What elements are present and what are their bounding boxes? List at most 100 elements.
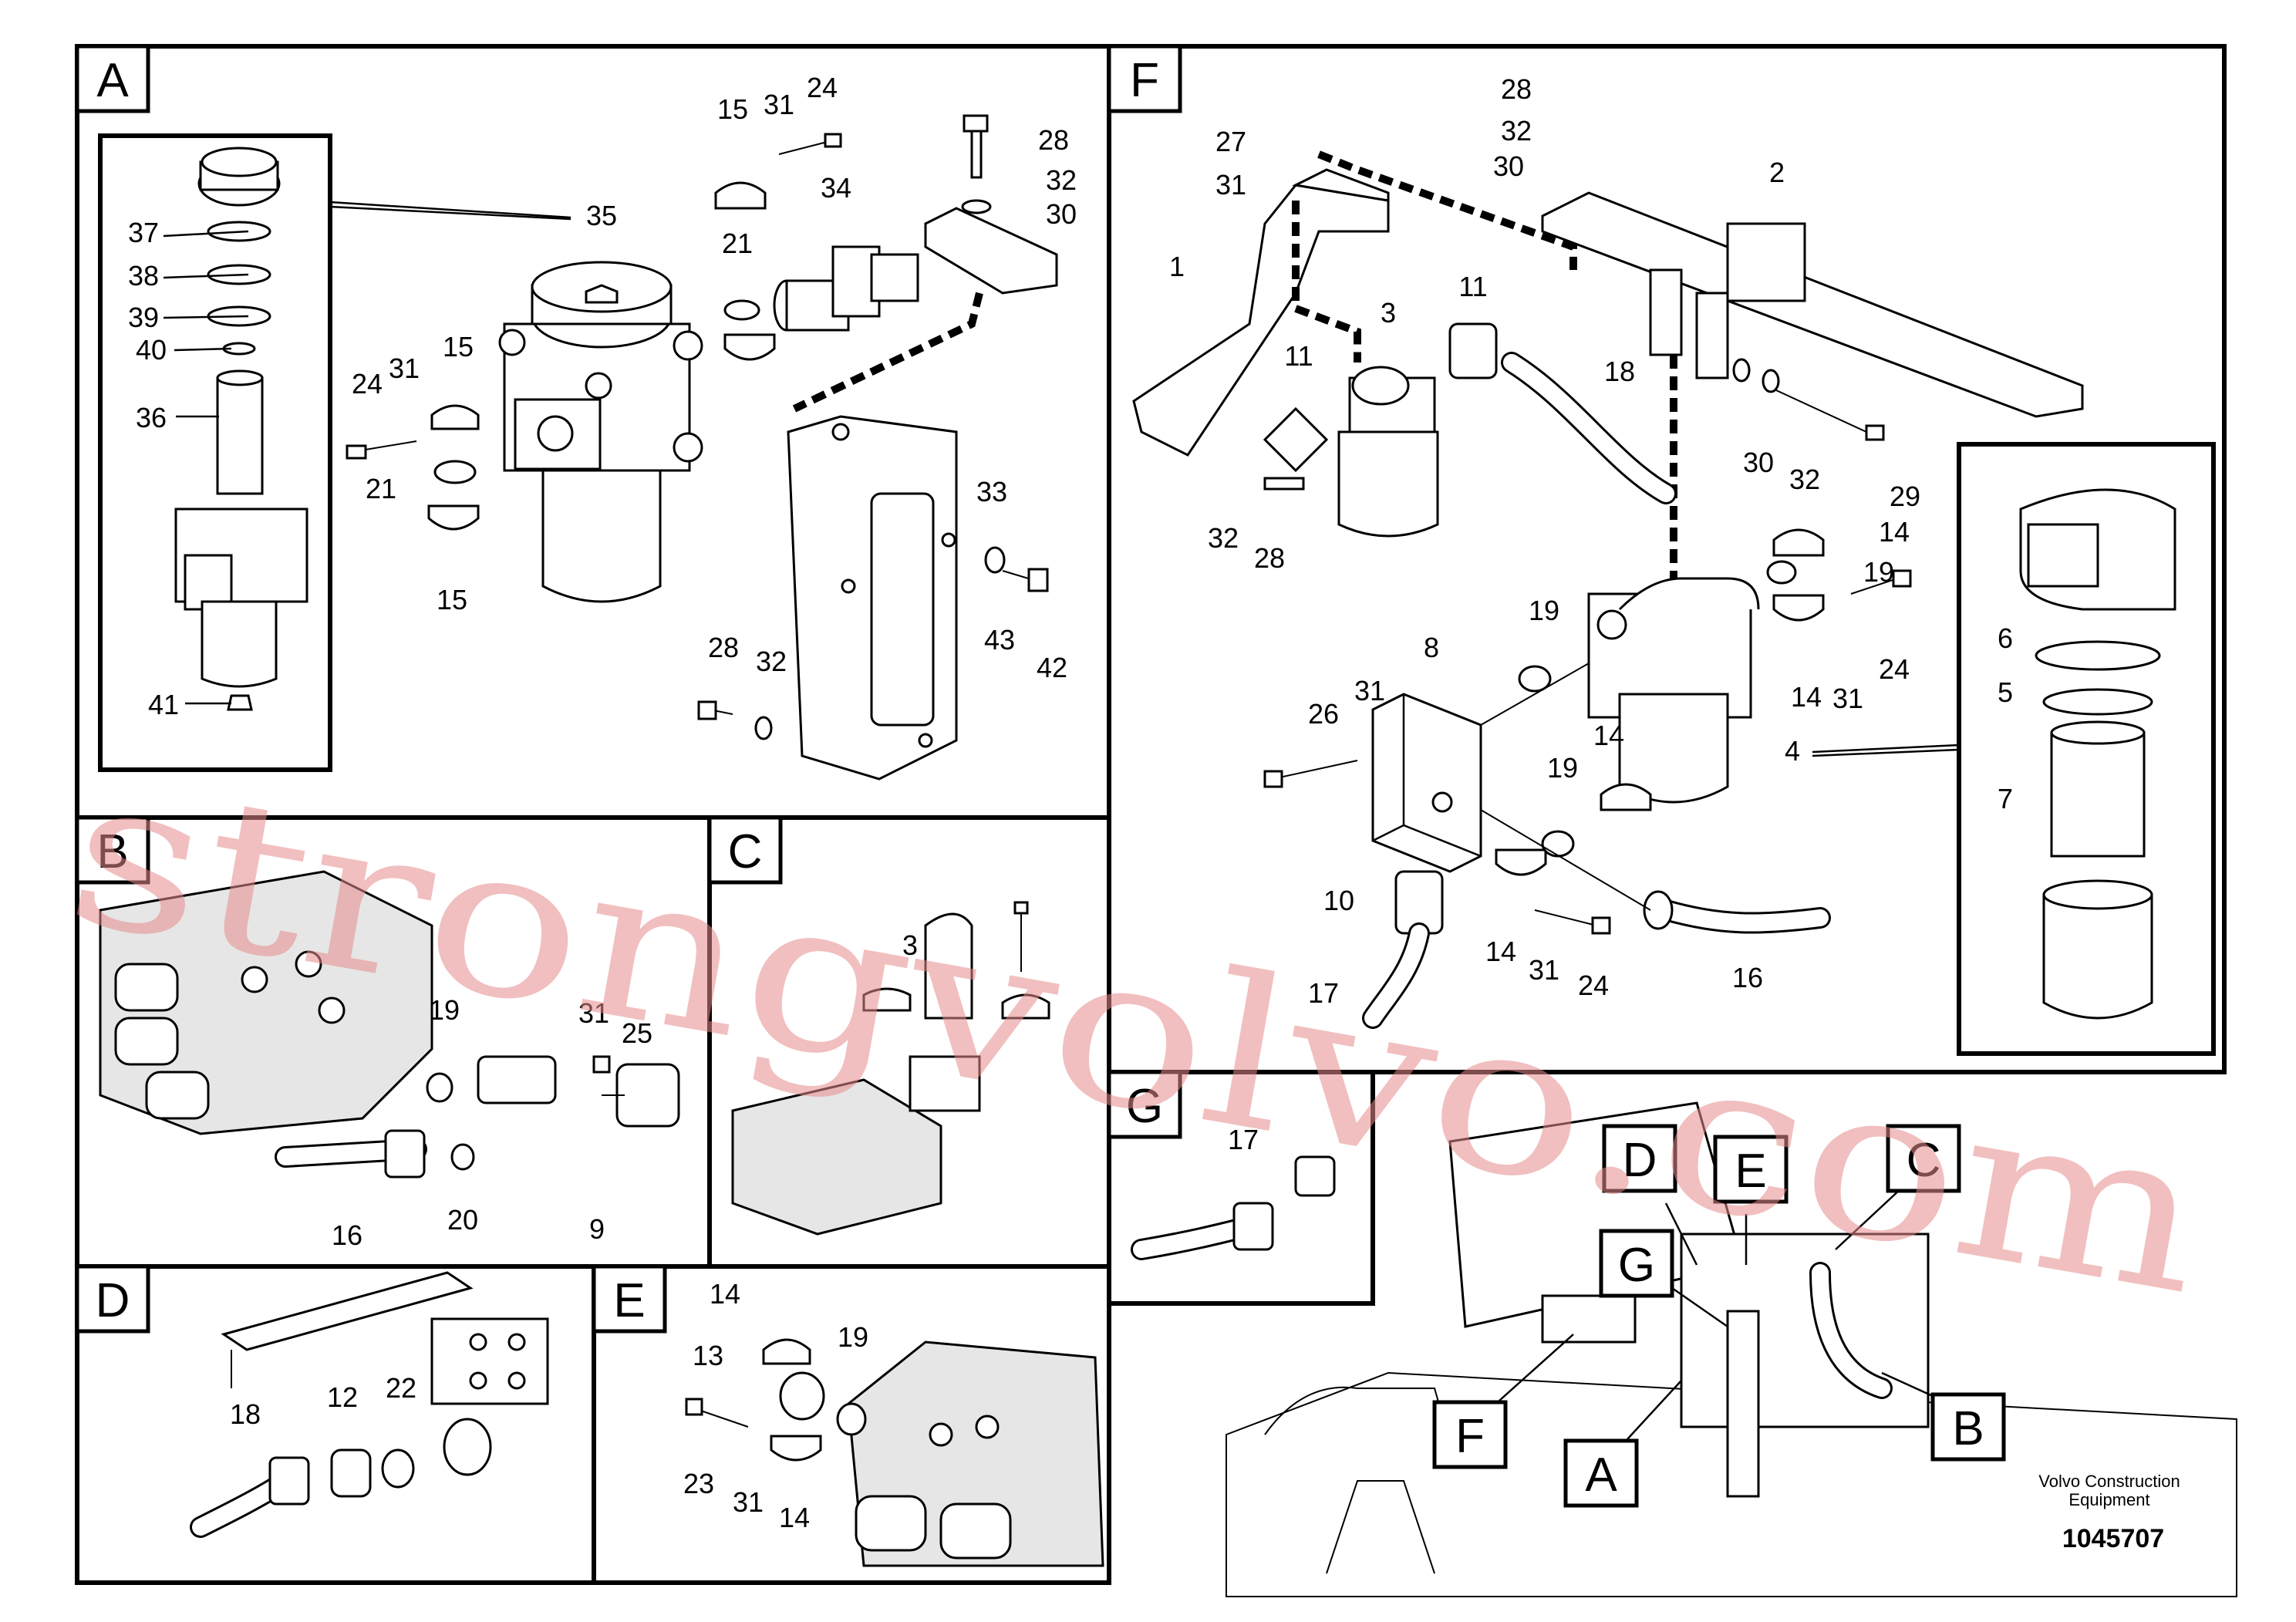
callout: 19: [429, 994, 460, 1026]
panel-tag-b: B: [75, 815, 150, 885]
callout: 8: [1424, 632, 1439, 663]
overview-tag-g-text: G: [1618, 1239, 1655, 1292]
callout: 14: [710, 1278, 740, 1310]
bracket-2: [1541, 191, 2084, 418]
callout: 15: [717, 93, 748, 125]
panel-tag-d: D: [75, 1264, 150, 1334]
document-number: 1045707: [2062, 1524, 2164, 1553]
callout: 35: [586, 200, 617, 231]
panel-f-drawing: [1132, 150, 2216, 1056]
overview-tag-g: G: [1599, 1229, 1674, 1298]
callout: 31: [1832, 683, 1863, 714]
panel-tag-c-text: C: [728, 825, 763, 878]
overview-tag-c: C: [1886, 1124, 1961, 1193]
overview-tag-a: A: [1563, 1438, 1639, 1508]
panel-tag-f: F: [1107, 44, 1182, 113]
overview-tag-e: E: [1713, 1135, 1789, 1204]
callout: 31: [1354, 675, 1385, 706]
callout: 7: [1998, 783, 2013, 814]
overview-tag-f: F: [1432, 1400, 1508, 1469]
callout: 36: [136, 402, 167, 433]
callout: 21: [722, 228, 753, 259]
panel-tag-g: G: [1107, 1070, 1182, 1139]
callout: 11: [1458, 271, 1487, 302]
callout: 15: [437, 584, 467, 615]
panel-g-drawing: [1131, 1155, 1336, 1260]
callout: 43: [984, 624, 1015, 656]
overview-tag-a-text: A: [1585, 1448, 1617, 1502]
callout: 29: [1890, 481, 1920, 512]
callout: 10: [1323, 885, 1354, 916]
panel-tag-e: E: [592, 1264, 667, 1334]
panel-c-drawing: [731, 901, 1050, 1236]
callout: 14: [1485, 936, 1516, 967]
callout: 39: [128, 302, 159, 333]
callout: 2: [1769, 157, 1785, 188]
callout: 24: [1578, 969, 1609, 1001]
callout: 18: [1604, 356, 1635, 387]
callout: 40: [136, 334, 167, 366]
callout: 5: [1998, 676, 2013, 708]
callout: 9: [589, 1213, 605, 1245]
callout: 41: [148, 689, 179, 720]
filter-bowl-35: [541, 469, 662, 603]
callout: 38: [128, 260, 159, 292]
callout: 14: [1593, 720, 1624, 751]
callout: 4: [1785, 735, 1800, 767]
overview-tag-d-text: D: [1623, 1134, 1657, 1187]
overview-tag-d: D: [1602, 1124, 1677, 1193]
callout: 42: [1037, 652, 1067, 683]
panel-a-inset-frame: [98, 133, 332, 772]
panel-e-frame: [592, 1264, 1111, 1585]
callout: 11: [1284, 340, 1313, 372]
callout: 32: [1789, 464, 1820, 495]
callout: 34: [821, 172, 851, 204]
panel-tag-e-text: E: [613, 1274, 645, 1327]
callout: 28: [1038, 124, 1069, 156]
callout: 31: [1215, 169, 1246, 201]
callout: 3: [1381, 297, 1396, 329]
panel-tag-c: C: [707, 815, 783, 885]
callout: 26: [1308, 698, 1339, 730]
callout: 15: [443, 331, 474, 363]
callout: 14: [779, 1502, 810, 1533]
overview-tag-b-text: B: [1952, 1402, 1984, 1455]
callout: 16: [332, 1219, 362, 1251]
callout: 30: [1493, 150, 1524, 182]
panel-b-callouts: 19 31 25 16 20 9: [332, 994, 652, 1251]
callout: 16: [1732, 962, 1763, 993]
callout: 25: [622, 1017, 652, 1049]
panel-a-callouts: 37 38 39 40 36 41 35 15 31 24 21 34 28 3…: [128, 72, 1077, 720]
panel-b-drawing: [99, 870, 680, 1179]
panel-g-callouts: 17: [1228, 1124, 1259, 1155]
panel-tag-a-text: A: [96, 54, 129, 107]
callout: 13: [693, 1340, 723, 1371]
panel-tag-g-text: G: [1126, 1080, 1163, 1133]
callout: 32: [756, 646, 787, 677]
callout: 24: [352, 368, 383, 400]
panel-f-inset-frame: [1957, 442, 2216, 1056]
panel-e-drawing: [685, 1338, 1104, 1567]
callout: 31: [578, 997, 609, 1029]
callout: 31: [764, 89, 794, 120]
overview-tag-f-text: F: [1455, 1410, 1485, 1463]
callout: 37: [128, 217, 159, 248]
overview-tag-e-text: E: [1735, 1145, 1766, 1198]
callout: 6: [1998, 622, 2013, 654]
callout: 14: [1791, 681, 1822, 713]
panel-d-drawing: [190, 1271, 549, 1538]
overview-tag-c-text: C: [1907, 1134, 1941, 1187]
callout: 28: [708, 632, 739, 663]
callout: 17: [1308, 977, 1339, 1009]
callout: 30: [1743, 447, 1774, 478]
callout: 3: [902, 929, 918, 961]
panel-tag-a: A: [75, 44, 150, 113]
filter-element-7: [2050, 731, 2146, 858]
filter-element-36: [216, 376, 264, 495]
callout: 17: [1228, 1124, 1259, 1155]
callout: 20: [447, 1204, 478, 1236]
callout: 27: [1215, 126, 1246, 157]
panel-a-drawing: [98, 114, 1058, 781]
overview-tag-b: B: [1930, 1392, 2006, 1462]
